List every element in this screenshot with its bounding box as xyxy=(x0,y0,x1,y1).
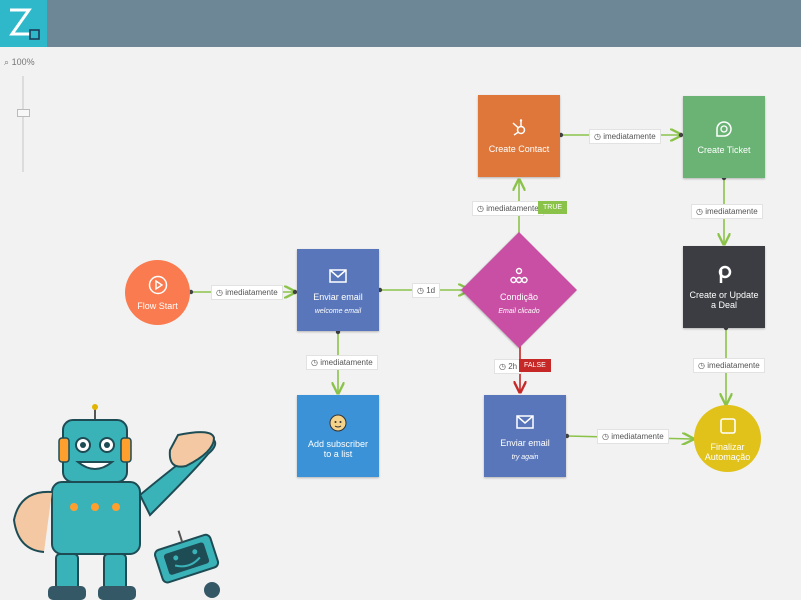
connector-text: imediatamente xyxy=(225,288,278,297)
create-ticket-node[interactable]: Create Ticket xyxy=(683,96,765,178)
search-icon: ⌕ xyxy=(4,57,10,67)
pipedrive-icon xyxy=(718,265,732,283)
envelope-icon xyxy=(516,414,534,429)
add-subscriber-node[interactable]: Add subscriber to a list xyxy=(297,395,379,477)
enviar-email-node[interactable]: Enviar email welcome email xyxy=(297,249,379,331)
zoom-indicator: ⌕ 100% xyxy=(4,57,35,68)
finalizar-node[interactable]: Finalizar Automação xyxy=(694,405,761,472)
enviar-email-2-node[interactable]: Enviar email try again xyxy=(484,395,566,477)
create-contact-label: Create Contact xyxy=(488,144,550,154)
mailchimp-icon xyxy=(329,414,347,432)
connector-text: 2h xyxy=(508,362,518,371)
condition-icon xyxy=(510,267,528,283)
condicao-label: Condição xyxy=(499,291,539,302)
connector-label-email2-finalizar[interactable]: ◷ imediatamente xyxy=(597,429,669,444)
enviar-email-subtitle: welcome email xyxy=(314,307,362,315)
connector-text: imediatamente xyxy=(611,432,664,441)
freshdesk-icon xyxy=(716,121,732,137)
connector-label-deal-finalizar[interactable]: ◷ imediatamente xyxy=(693,358,765,373)
condicao-content: Condição Email clicado xyxy=(474,245,564,335)
connector-text: imediatamente xyxy=(486,204,539,213)
hubspot-icon xyxy=(512,119,526,136)
robot-mascot xyxy=(12,404,220,600)
connector-text: imediatamente xyxy=(320,358,373,367)
true-badge: TRUE xyxy=(538,201,568,214)
enviar-email-2-label: Enviar email xyxy=(500,437,550,448)
play-icon xyxy=(148,275,167,294)
logo-z[interactable] xyxy=(0,0,47,47)
connector-label-ticket-deal[interactable]: ◷ imediatamente xyxy=(691,204,763,219)
connector-label-email-condicao[interactable]: ◷ 1d xyxy=(412,283,441,298)
connector-label-start-email[interactable]: ◷ imediatamente xyxy=(211,285,283,300)
connector-text: imediatamente xyxy=(705,207,758,216)
square-icon xyxy=(719,417,736,434)
add-subscriber-label: Add subscriber to a list xyxy=(307,439,369,459)
connector-label-contact-ticket[interactable]: ◷ imediatamente xyxy=(589,129,661,144)
zoom-slider-handle[interactable] xyxy=(17,109,30,117)
flow-start-label: Flow Start xyxy=(137,300,178,311)
envelope-icon xyxy=(329,268,347,283)
top-bar xyxy=(0,0,801,47)
condicao-subtitle: Email clicado xyxy=(498,307,540,315)
create-ticket-label: Create Ticket xyxy=(697,145,751,155)
finalizar-label: Finalizar Automação xyxy=(704,441,751,462)
zoom-level: 100% xyxy=(11,57,35,67)
enviar-email-2-subtitle: try again xyxy=(511,453,539,461)
connector-label-condicao-contact[interactable]: ◷ imediatamente xyxy=(472,201,544,216)
connector-text: 1d xyxy=(426,286,436,295)
false-badge: FALSE xyxy=(519,359,551,372)
connector-label-email-subscriber[interactable]: ◷ imediatamente xyxy=(306,355,378,370)
create-deal-label: Create or Update a Deal xyxy=(689,290,759,310)
create-deal-node[interactable]: Create or Update a Deal xyxy=(683,246,765,328)
create-contact-node[interactable]: Create Contact xyxy=(478,95,560,177)
connector-text: imediatamente xyxy=(707,361,760,370)
zoom-slider-track[interactable] xyxy=(22,76,24,172)
connector-label-condicao-email2[interactable]: ◷ 2h xyxy=(494,359,523,374)
connector-text: imediatamente xyxy=(603,132,656,141)
enviar-email-label: Enviar email xyxy=(313,291,363,302)
flow-start-node[interactable]: Flow Start xyxy=(125,260,190,325)
